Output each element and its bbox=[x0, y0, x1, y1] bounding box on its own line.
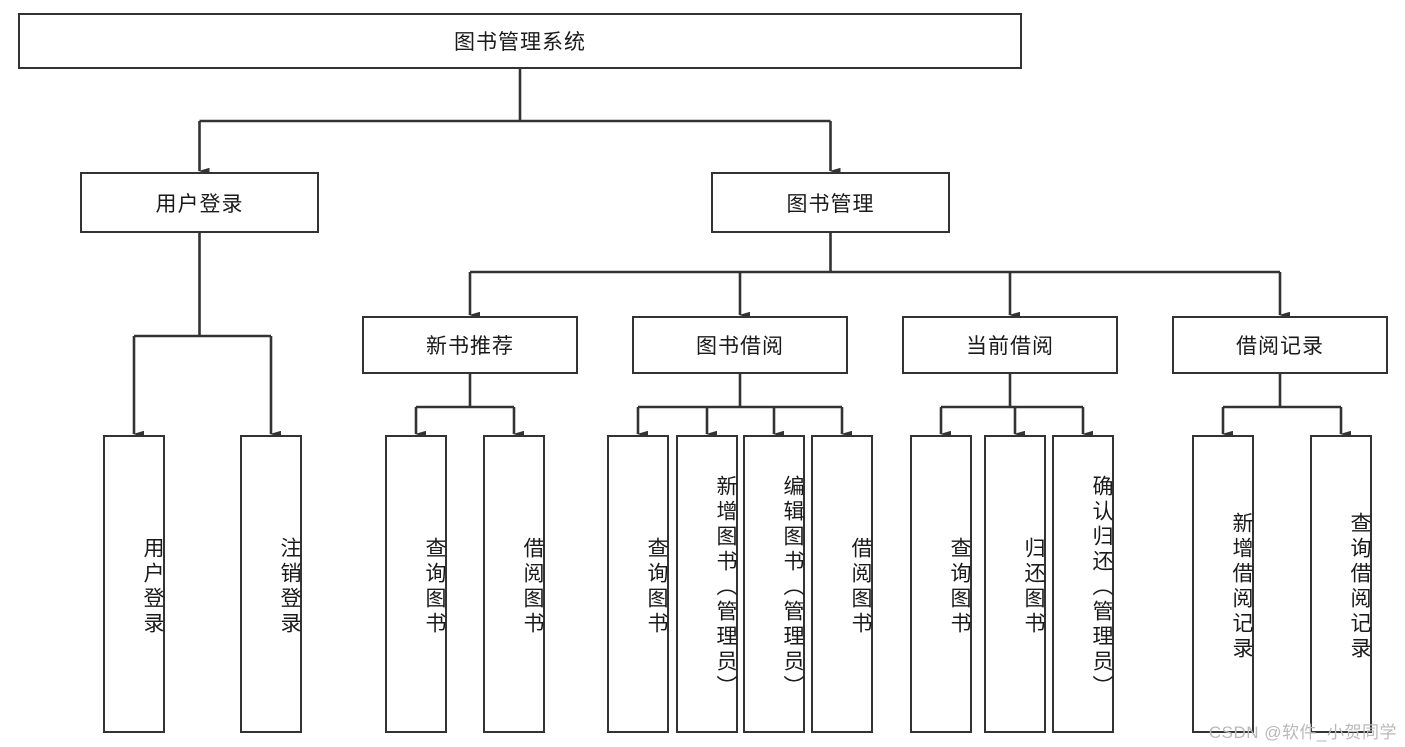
node-new-book-rec[interactable]: 新书推荐 bbox=[362, 316, 578, 374]
node-label: 注销登录 bbox=[278, 537, 301, 637]
node-label: 编辑图书（管理员） bbox=[781, 474, 804, 700]
node-leaf-query-book-rec[interactable]: 查询图书 bbox=[385, 435, 447, 733]
node-leaf-add-book[interactable]: 新增图书（管理员） bbox=[676, 435, 738, 733]
node-root[interactable]: 图书管理系统 bbox=[18, 13, 1022, 69]
node-book-borrow[interactable]: 图书借阅 bbox=[632, 316, 848, 374]
node-current-borrow[interactable]: 当前借阅 bbox=[902, 316, 1118, 374]
node-label: 图书管理 bbox=[786, 192, 875, 216]
node-label: 用户登录 bbox=[141, 537, 164, 637]
node-label: 新增借阅记录 bbox=[1230, 512, 1253, 662]
node-leaf-borrow-book[interactable]: 借阅图书 bbox=[811, 435, 873, 733]
node-leaf-query-record[interactable]: 查询借阅记录 bbox=[1310, 435, 1372, 733]
node-label: 新增图书（管理员） bbox=[714, 474, 737, 700]
node-leaf-add-record[interactable]: 新增借阅记录 bbox=[1192, 435, 1254, 733]
node-label: 图书管理系统 bbox=[454, 31, 586, 54]
node-leaf-logout[interactable]: 注销登录 bbox=[240, 435, 302, 733]
csdn-watermark: CSDN @软件_小贺同学 bbox=[1208, 723, 1397, 742]
node-label: 借阅图书 bbox=[849, 537, 872, 637]
node-leaf-confirm-return[interactable]: 确认归还（管理员） bbox=[1052, 435, 1114, 733]
node-leaf-edit-book[interactable]: 编辑图书（管理员） bbox=[743, 435, 805, 733]
node-label: 查询借阅记录 bbox=[1348, 512, 1371, 662]
node-leaf-user-login[interactable]: 用户登录 bbox=[103, 435, 165, 733]
node-leaf-query-book-borrow[interactable]: 查询图书 bbox=[607, 435, 669, 733]
node-label: 查询图书 bbox=[948, 537, 971, 637]
node-book-manage[interactable]: 图书管理 bbox=[711, 172, 950, 233]
node-label: 图书借阅 bbox=[696, 335, 784, 358]
node-label: 借阅记录 bbox=[1236, 335, 1324, 358]
node-leaf-borrow-book-rec[interactable]: 借阅图书 bbox=[483, 435, 545, 733]
node-label: 新书推荐 bbox=[426, 335, 514, 358]
node-label: 查询图书 bbox=[645, 537, 668, 637]
node-label: 当前借阅 bbox=[966, 335, 1054, 358]
node-label: 归还图书 bbox=[1022, 537, 1045, 637]
node-label: 确认归还（管理员） bbox=[1090, 474, 1113, 700]
node-label: 查询图书 bbox=[423, 537, 446, 637]
node-label: 用户登录 bbox=[155, 192, 244, 216]
node-leaf-return-book[interactable]: 归还图书 bbox=[984, 435, 1046, 733]
node-label: 借阅图书 bbox=[521, 537, 544, 637]
node-user-login[interactable]: 用户登录 bbox=[80, 172, 319, 233]
node-borrow-record[interactable]: 借阅记录 bbox=[1172, 316, 1388, 374]
node-leaf-query-book-cur[interactable]: 查询图书 bbox=[910, 435, 972, 733]
